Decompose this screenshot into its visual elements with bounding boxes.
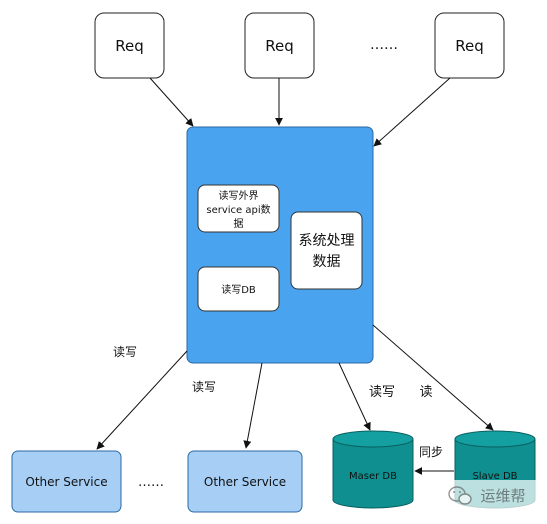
request-label: Req [265,37,294,55]
request-box-3: Req [434,12,505,79]
process-data-line2: 数据 [313,254,341,270]
slave-db-label: Slave DB [472,471,517,482]
other-service-box-2: Other Service [187,450,303,513]
read-external-api-line1: 读写外界 [219,189,259,202]
read-external-api-box: 读写外界 service api数 据 [197,184,280,233]
edge-label-rw-master: 读写 [369,385,395,400]
read-db-label: 读写DB [221,283,256,296]
process-data-line1: 系统处理 [299,233,355,249]
request-ellipsis: …… [370,37,398,53]
read-db-box: 读写DB [197,266,280,312]
arrow-server-slave [372,324,494,431]
request-label: Req [455,37,484,55]
other-service-label: Other Service [25,475,107,489]
server-box: 读写外界 service api数 据 读写DB 系统处理 数据 [186,126,374,364]
arrow-server-service1 [96,350,188,450]
arrow-server-service2 [243,362,263,449]
watermark: 运维帮 [438,480,538,512]
arrow-req3-server [373,77,451,147]
request-box-1: Req [94,12,165,79]
edge-label-rw-left: 读写 [113,345,137,359]
edge-label-rw-middle: 读写 [192,380,216,394]
watermark-text: 运维帮 [480,487,525,505]
request-label: Req [115,37,144,55]
edge-label-read-slave: 读 [419,385,432,400]
request-box-2: Req [244,12,315,79]
read-external-api-line3: 据 [234,217,244,230]
master-db-cylinder: Maser DB [332,430,414,509]
master-db-label: Maser DB [349,471,397,482]
process-data-box: 系统处理 数据 [290,211,363,290]
sync-label: 同步 [419,445,443,459]
other-service-box-1: Other Service [11,450,122,513]
service-ellipsis: …… [138,475,164,490]
other-service-label: Other Service [204,475,286,489]
arrow-req1-server [149,77,194,127]
arrow-server-master [338,362,371,431]
wechat-icon [448,486,472,505]
read-external-api-line2: service api数 [206,203,270,216]
